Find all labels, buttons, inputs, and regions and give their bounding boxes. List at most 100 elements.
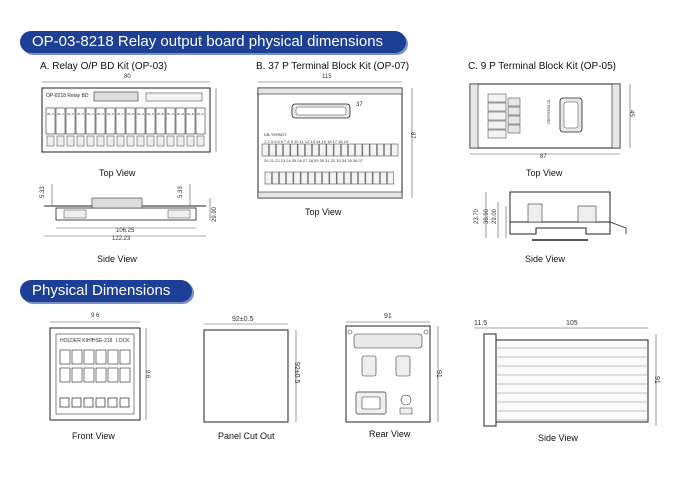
terminal-37p-top-screw [333,143,341,157]
caption-b-top-view: Top View [305,207,342,217]
terminal-37p-bottom-screw [379,171,387,185]
front-model: HSE-218 [92,338,113,344]
front-width: 9 6 [91,313,100,319]
terminal-9p-height: 45 [628,110,634,117]
relay-cell-label: RL-E [187,112,194,116]
terminal-37p-bottom-screw [329,171,337,185]
terminal-37p-bottom-screw [336,171,344,185]
terminal-37p-top-screw [283,143,291,157]
front-seven-segment-digit [95,367,107,383]
relay-cell-label: RL-4 [87,112,94,116]
front-seven-segment-digit [71,367,83,383]
terminal-37p-top-view: 115 87 37 DB-TERM37 1 2 3 4 5 6 7 8 9 10… [252,74,418,202]
relay-terminal [106,135,115,147]
terminal-9p-side-h3: 29.00 [492,208,498,224]
front-seven-segment-digit [83,367,95,383]
heading-37p-terminal-kit: B. 37 P Terminal Block Kit (OP-07) [256,61,410,72]
section-banner-physical-dimensions: Physical Dimensions [20,280,192,302]
relay-cell [155,107,166,135]
terminal-37p-drawing [257,81,413,199]
terminal-37p-row2-label: 20 21 22 23 24 25 26 27 28 29 30 31 32 3… [264,158,363,163]
front-seven-segment-digit [71,349,83,365]
front-seven-segment-digit [59,367,71,383]
terminal-9p-drawing [469,83,631,155]
relay-terminal [46,135,55,147]
front-key-button [119,397,130,408]
terminal-37p-top-screw [391,143,399,157]
relay-terminal [146,135,155,147]
rear-height: 91 [435,370,442,378]
terminal-37p-top-screw [376,143,384,157]
caption-rear-view: Rear View [369,429,411,439]
terminal-37p-top-screw [362,143,370,157]
terminal-9p-screw [487,93,507,103]
rear-view-drawing [345,321,439,423]
terminal-37p-top-screw [268,143,276,157]
relay-cell [145,107,156,135]
relay-board-width: 80 [124,74,131,80]
terminal-9p-clamp [507,115,521,125]
front-brand: HOLDER KIHT [60,338,94,344]
caption-panel-cut-out: Panel Cut Out [218,431,275,441]
relay-cell [185,107,196,135]
relay-cell-label: RL-6 [107,112,114,116]
front-seven-segment-digit [107,367,119,383]
terminal-9p-clamp [507,97,521,107]
relay-cell-label: RL-D [177,112,185,116]
terminal-37p-bottom-screw [279,171,287,185]
terminal-37p-bottom-screw [322,171,330,185]
terminal-37p-bottom-screw [286,171,294,185]
relay-side-height-left: 5.33 [40,186,46,198]
terminal-37p-top-screw [319,143,327,157]
side-height: 91 [653,376,660,384]
relay-side-width-outer: 122.23 [112,236,131,242]
relay-side-height-total: 29.90 [212,206,218,222]
terminal-37p-row1-label: 1 2 3 4 5 6 7 8 9 10 11 12 13 14 15 16 1… [264,139,349,144]
relay-cell-label: RL-9 [137,112,144,116]
front-key-button [107,397,118,408]
terminal-37p-top-screw [290,143,298,157]
relay-cell-label: RL-A [147,112,154,116]
front-seven-segment-digit [59,349,71,365]
front-view: 9 6 9 6 HOLDER KIHT HSE-218 LOCK [36,313,154,428]
relay-cell [65,107,76,135]
relay-cell-label: RL-0 [47,112,54,116]
relay-cell-label: RL-7 [117,112,124,116]
relay-terminal [176,135,185,147]
terminal-37p-bottom-screw [351,171,359,185]
terminal-37p-top-screw [326,143,334,157]
front-seven-segment-digit [119,349,131,365]
relay-cell [75,107,86,135]
terminal-37p-top-screw [348,143,356,157]
caption-c-top-view: Top View [526,168,563,178]
side-depth-front: 11.5 [474,320,488,327]
relay-terminal [86,135,95,147]
terminal-37p-height: 87 [409,132,415,139]
front-seven-segment-digit [119,367,131,383]
terminal-37p-bottom-screw [293,171,301,185]
relay-side-width-inner: 106.25 [116,228,135,234]
heading-9p-terminal-kit: C. 9 P Terminal Block Kit (OP-05) [468,61,617,72]
terminal-9p-side-view: 23.70 38.90 29.00 [474,184,636,248]
relay-cell [95,107,106,135]
terminal-37p-top-screw [312,143,320,157]
terminal-9p-top-view: 87 45 DB9TERM-01 [460,76,640,162]
side-view-drawing [474,327,657,427]
caption-c-side-view: Side View [525,254,565,264]
relay-cell-label: RL-8 [127,112,134,116]
relay-terminal [196,135,205,147]
terminal-37p-width: 115 [322,74,332,80]
caption-front-view: Front View [72,431,115,441]
terminal-37p-top-screw [355,143,363,157]
terminal-9p-board-label: DB9TERM-01 [546,99,551,124]
terminal-37p-bottom-screw [387,171,395,185]
relay-cell-label: RL-3 [77,112,84,116]
caption-side-view: Side View [538,433,578,443]
relay-cell [105,107,116,135]
relay-terminal [186,135,195,147]
front-seven-segment-digit [95,349,107,365]
terminal-9p-side-h2: 38.90 [484,208,490,224]
terminal-37p-bottom-screw [343,171,351,185]
front-unit: LOCK [116,338,130,344]
